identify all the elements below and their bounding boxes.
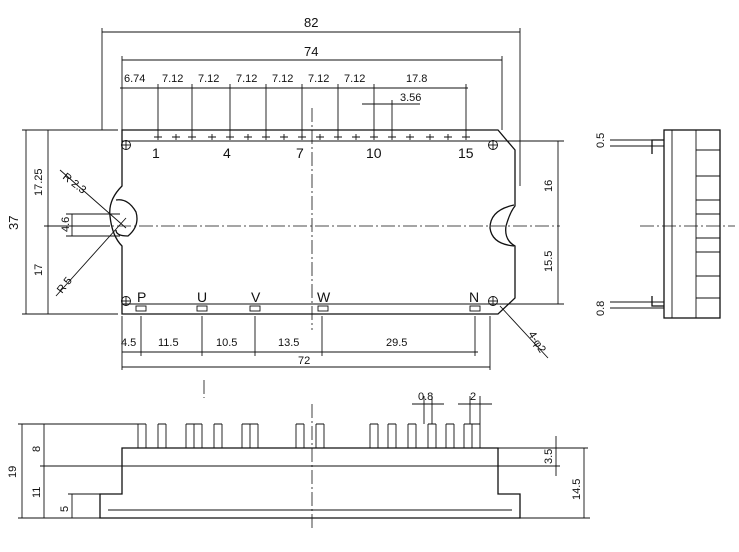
dim-side-bottom: 0.8 (595, 301, 607, 316)
side-body (663, 129, 721, 319)
dim-overall-width: 82 (304, 15, 318, 30)
dim-pin-width: 2 (470, 391, 476, 403)
dim-pitch: 7.12 (272, 73, 293, 85)
terminal-label: V (251, 289, 261, 305)
pin-number: 15 (458, 145, 474, 161)
side-view: 0.5 0.8 (595, 129, 735, 319)
pin-number: 7 (296, 145, 304, 161)
dim-spacing: 4.5 (121, 337, 136, 349)
dim-pitch: 7.12 (236, 73, 257, 85)
dim-pitch: 7.12 (162, 73, 183, 85)
dim-radius-upper: R 2.3 (60, 171, 88, 197)
side-pin-bottom (651, 296, 664, 307)
dim-spacing: 10.5 (216, 337, 237, 349)
mount-hole-icon (488, 296, 498, 306)
terminal-label: W (317, 289, 331, 305)
leader-line (55, 217, 127, 297)
left-mount-slot (115, 199, 138, 237)
dim-mount-holes: 4-φ2 (525, 329, 547, 355)
dim-pitch: 17.8 (406, 73, 427, 85)
dim-upper-height: 17.25 (33, 168, 45, 196)
dim-sub-pitch: 3.56 (400, 92, 421, 104)
right-mount-slot (489, 204, 515, 247)
dim-pitch: 7.12 (308, 73, 329, 85)
mount-hole-icon (121, 140, 131, 150)
terminal-label: U (197, 289, 207, 305)
dim-pin-span: 74 (304, 44, 318, 59)
dim-hole-dia: 4.6 (60, 217, 72, 232)
power-terminal-row (135, 305, 481, 312)
module-body-outline (109, 129, 516, 315)
leader-line (59, 169, 127, 229)
dim-lower-height: 17 (33, 264, 45, 276)
dim-pin-height: 8 (31, 446, 43, 452)
top-view: 1 4 7 10 15 P U V W N 82 74 6.74 7.12 7.… (6, 15, 564, 370)
dim-right-step: 3.5 (543, 449, 555, 464)
dim-right-upper: 16 (543, 180, 555, 192)
dim-side-top: 0.5 (595, 133, 607, 148)
leader-line (499, 305, 549, 359)
dim-right-height: 14.5 (571, 479, 583, 500)
pin-number: 4 (223, 145, 231, 161)
dim-spacing: 29.5 (386, 337, 407, 349)
pin-number: 10 (366, 145, 382, 161)
dim-terminal-span: 72 (298, 355, 310, 367)
dim-spacing: 11.5 (158, 337, 179, 349)
front-body-outline (99, 447, 521, 519)
extension-line (157, 84, 467, 136)
side-fin-lines (696, 149, 720, 299)
front-view: 19 8 11 5 0.8 2 3.5 14.5 (7, 380, 590, 530)
dim-front-total: 19 (7, 466, 19, 478)
side-pin-top (651, 139, 664, 154)
extension-line (121, 316, 491, 370)
signal-pin-row (154, 134, 470, 140)
pin-number: 1 (152, 145, 160, 161)
dim-pitch: 7.12 (344, 73, 365, 85)
dim-body-height: 11 (31, 487, 43, 498)
dim-total-height: 37 (6, 216, 21, 230)
dim-pitch: 7.12 (198, 73, 219, 85)
mount-hole-icon (121, 296, 131, 306)
dim-pitch: 6.74 (124, 73, 145, 85)
dim-pin-thickness: 0.8 (418, 391, 433, 403)
terminal-label: P (137, 289, 146, 305)
dim-right-lower: 15.5 (543, 251, 555, 272)
dim-base-height: 5 (59, 506, 71, 512)
dim-spacing: 13.5 (278, 337, 299, 349)
mount-hole-icon (488, 140, 498, 150)
front-pin-row (137, 423, 481, 448)
terminal-label: N (469, 289, 479, 305)
